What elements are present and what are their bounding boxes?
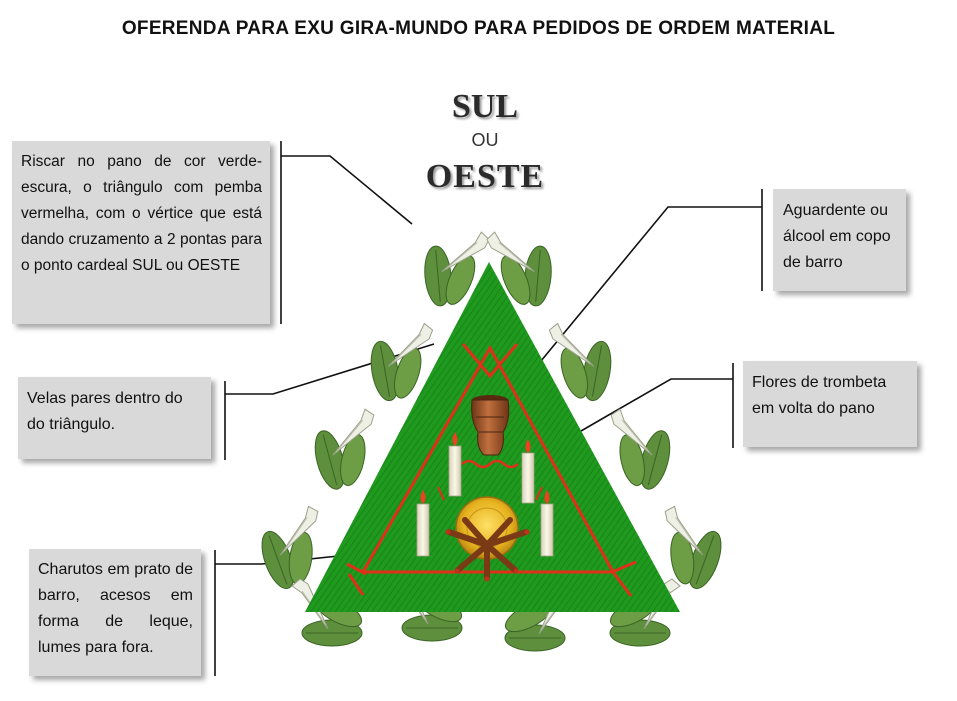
note-drink: Aguardente ou álcool em copo de barro <box>773 189 906 291</box>
connector-lines <box>214 141 763 676</box>
note-triangle: Riscar no pano de cor verde-escura, o tr… <box>12 141 270 324</box>
cigar-embers <box>445 529 530 582</box>
direction-west: OESTE <box>425 158 545 195</box>
note-cigars: Charutos em prato de barro, acesos em fo… <box>29 549 201 676</box>
direction-south: SUL <box>451 88 519 125</box>
cigar-icon <box>446 517 529 581</box>
note-candles: Velas pares dentro do do triângulo. <box>18 377 211 459</box>
clay-cup-icon <box>471 395 510 456</box>
direction-or: OU <box>471 130 499 150</box>
page-title: OFERENDA PARA EXU GIRA-MUNDO PARA PEDIDO… <box>121 18 836 39</box>
note-flowers: Flores de trombeta em volta do pano <box>743 361 917 447</box>
candle-icon <box>416 432 554 557</box>
